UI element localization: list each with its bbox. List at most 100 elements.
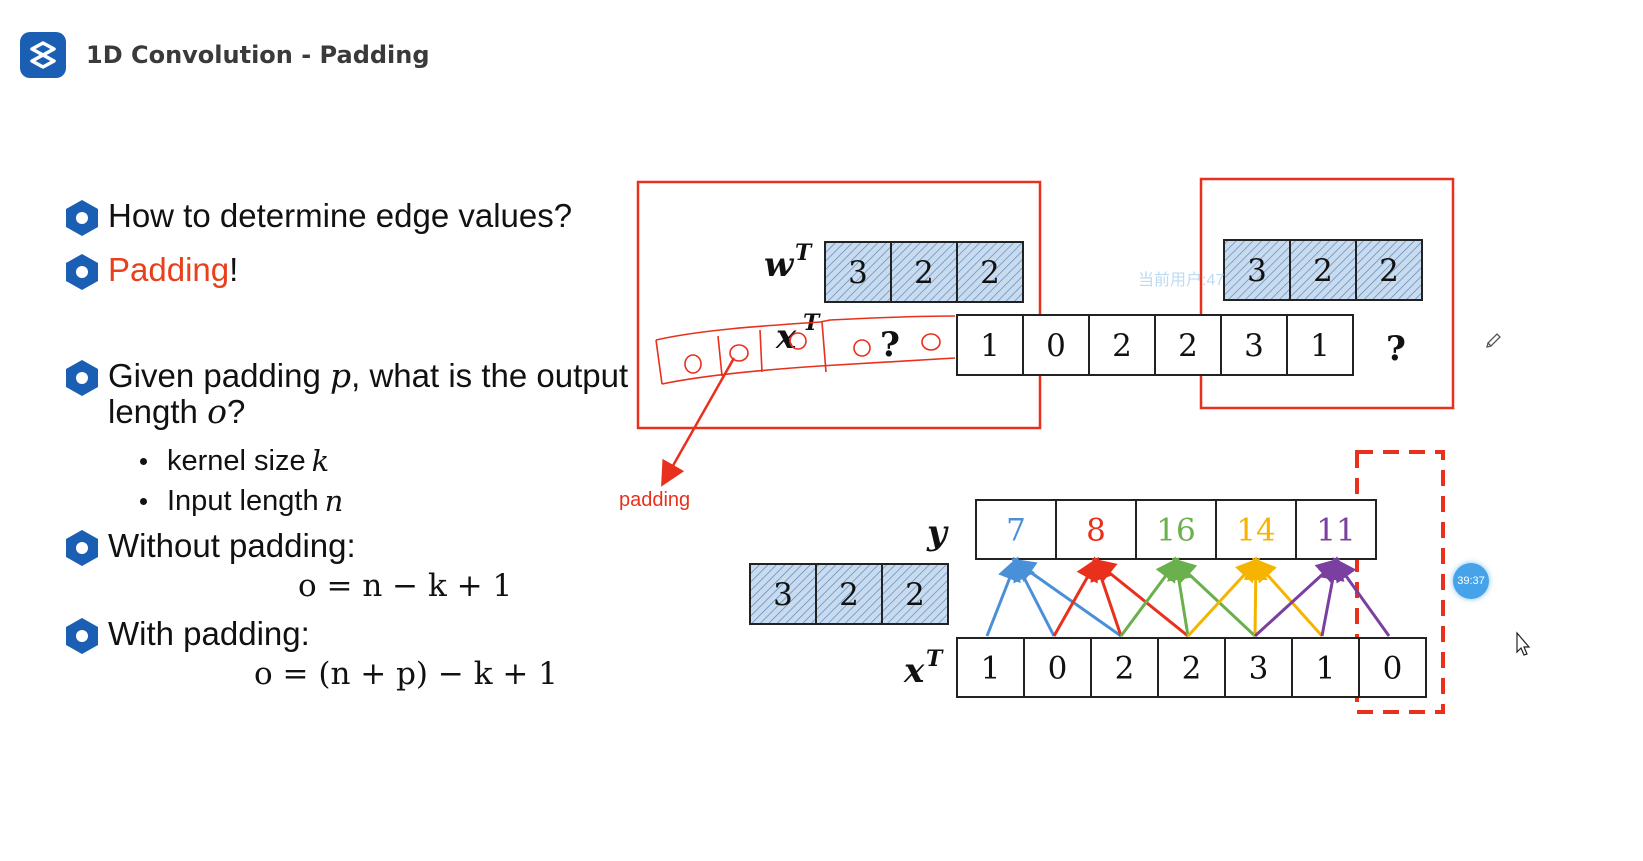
timer-badge[interactable]: 39:37 [1453,563,1489,599]
input-bottom-value: 3 [1249,651,1269,687]
w-sup: T [795,240,813,266]
cursor-icon [1516,631,1531,656]
bullet-output-length: Given padding p, what is the output leng… [62,358,628,430]
hexagon-bullet-icon [66,200,98,236]
output-cell [1055,499,1137,560]
arrow-to-output-4 [1186,557,1261,638]
hexagon-bullet-icon [66,360,98,396]
arrow-to-output-2 [1091,558,1189,638]
slide-title: 1D Convolution - Padding [86,41,430,69]
input-bottom-value: 1 [981,651,1001,687]
input-bottom-cell [1358,637,1427,698]
padding-arrow [661,357,736,487]
input-top-row: 1 0 2 2 3 1 [956,314,1354,376]
kernel-bottom-row: 3 2 2 [749,563,949,625]
input-top-value: 0 [1046,328,1066,364]
bullet-with-padding: With padding: [62,616,310,656]
text-fragment: Input length [167,484,319,517]
output-row: 7 8 16 14 11 [975,499,1377,560]
bullet-text: Padding! [108,252,238,288]
input-bottom-cell [1090,637,1159,698]
formula-no-padding: o = n − k + 1 [298,568,513,604]
kernel-right-row: 3 2 2 [1223,239,1423,301]
kernel-top-cell [956,241,1024,303]
hexagon-bullet-icon [66,618,98,654]
input-bottom-cell [1157,637,1226,698]
kernel-right-cell [1289,239,1357,301]
bullet-text: With padding: [108,615,310,652]
output-cell [1135,499,1217,560]
var-o: o [207,392,227,431]
kernel-right-value: 3 [1247,253,1267,289]
input-top-cell [956,314,1024,376]
arrow-to-output-4 [1252,557,1324,637]
kernel-right-value: 2 [1313,253,1333,289]
formula-with-padding: o = (n + p) − k + 1 [254,656,558,692]
bullet-padding: Padding! [62,252,238,292]
arrow-to-output-1 [985,556,1021,637]
bullet-text: Without padding: [108,527,356,564]
arrow-to-output-3 [1119,557,1180,637]
unknown-left: ? [880,325,900,365]
input-bottom-value: 1 [1316,651,1336,687]
arrow-to-output-1 [1013,556,1056,637]
slide-header: 1D Convolution - Padding [20,32,430,78]
bullet-text: Given padding p, what is the output leng… [108,358,628,430]
output-cell [975,499,1057,560]
x-label-top: x [775,317,797,357]
kernel-bottom-cell [749,563,817,625]
output-value: 11 [1316,513,1355,549]
kernel-bottom-cell [815,563,883,625]
kernel-top-value: 2 [980,255,1000,291]
input-top-value: 1 [1310,328,1330,364]
arrow-to-output-2 [1052,556,1099,637]
input-bottom-value: 0 [1383,651,1403,687]
kernel-bottom-cell [881,563,949,625]
input-bottom-value: 2 [1115,651,1135,687]
pen-icon[interactable] [1486,333,1501,348]
input-top-value: 3 [1244,328,1264,364]
highlight-box-left [636,180,1042,430]
arrow-to-output-4 [1243,556,1268,637]
bullet-dot [140,497,147,505]
input-top-value: 2 [1112,328,1132,364]
kernel-bottom-value: 3 [773,577,793,613]
w-label: w [764,245,795,285]
arrow-to-output-5 [1332,557,1391,637]
kernel-right-value: 2 [1379,253,1399,289]
padding-annotation: padding [619,489,691,511]
input-bottom-cell [1291,637,1360,698]
arrow-to-output-3 [1171,557,1257,638]
y-label: y [926,513,949,553]
input-bottom-value: 0 [1048,651,1068,687]
kernel-right-cell [1355,239,1423,301]
hexagon-bullet-icon [66,254,98,290]
var-n: n [324,484,344,518]
kernel-top-value: 3 [848,255,868,291]
x-sup-bottom: T [926,646,944,672]
kernel-bottom-value: 2 [905,577,925,613]
output-value: 16 [1156,513,1195,549]
padding-dashed-box [1355,450,1445,714]
input-top-cell [1022,314,1090,376]
text-fragment: Given padding [108,357,330,394]
input-top-value: 1 [980,328,1000,364]
text-fragment: , what is the output [351,357,629,394]
hexagon-bullet-icon [66,530,98,566]
exclamation: ! [229,251,239,288]
bullet-without-padding: Without padding: [62,528,356,568]
output-value: 7 [1006,513,1026,549]
output-value: 14 [1236,513,1275,549]
sub-bullet-input: Input length n [140,484,343,518]
sub-bullet-kernel: kernel size k [140,444,329,478]
input-bottom-value: 2 [1182,651,1202,687]
logo-icon [20,32,66,78]
kernel-bottom-value: 2 [839,577,859,613]
text-fragment: kernel size [167,444,306,477]
x-label-bottom: x [903,651,925,691]
output-value: 8 [1086,513,1106,549]
var-k: k [311,444,330,478]
input-top-value: 2 [1178,328,1198,364]
unknown-right: ? [1386,329,1406,369]
